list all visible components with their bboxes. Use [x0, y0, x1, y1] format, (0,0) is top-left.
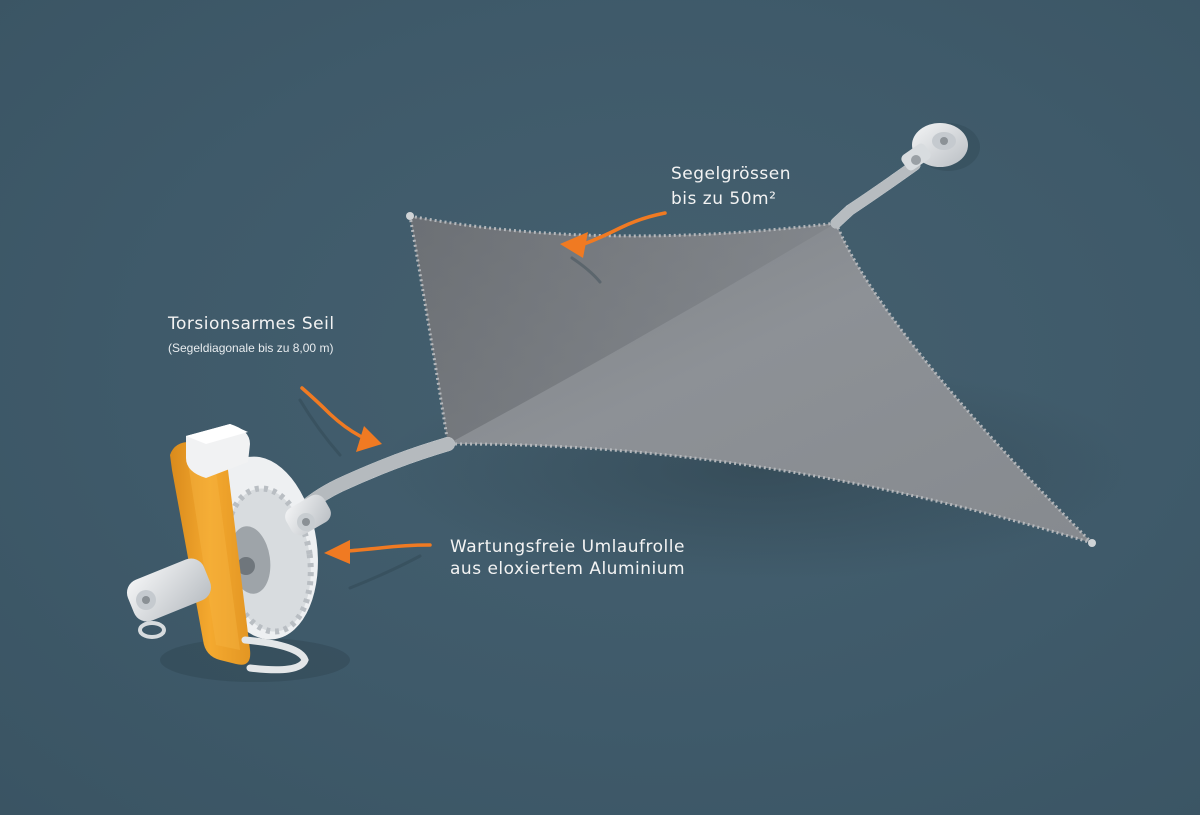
arrow-sail-size: [560, 211, 667, 284]
arrow-rope: [298, 386, 382, 457]
roller-assembly: [126, 424, 331, 674]
annotation-sail-size-line2: bis zu 50m²: [671, 189, 777, 209]
annotation-roller-line1: Wartungsfreie Umlaufrolle: [450, 537, 685, 557]
annotation-sail-size-line1: Segelgrössen: [671, 164, 791, 184]
wall-mount-top: [901, 123, 980, 171]
annotation-rope-subtitle: (Segeldiagonale bis zu 8,00 m): [168, 341, 334, 355]
rope-upper: [830, 159, 921, 229]
roller-shadow: [160, 638, 350, 682]
annotation-rope-title: Torsionsarmes Seil: [168, 314, 335, 334]
annotation-sail-size: Segelgrössen bis zu 50m²: [671, 162, 791, 212]
annotation-roller-line2: aus eloxiertem Aluminium: [450, 559, 686, 579]
annotation-rope: Torsionsarmes Seil (Segeldiagonale bis z…: [168, 312, 335, 359]
annotation-roller: Wartungsfreie Umlaufrolle aus eloxiertem…: [450, 536, 685, 580]
shade-sail: [406, 212, 1096, 547]
arrow-roller: [324, 540, 432, 590]
